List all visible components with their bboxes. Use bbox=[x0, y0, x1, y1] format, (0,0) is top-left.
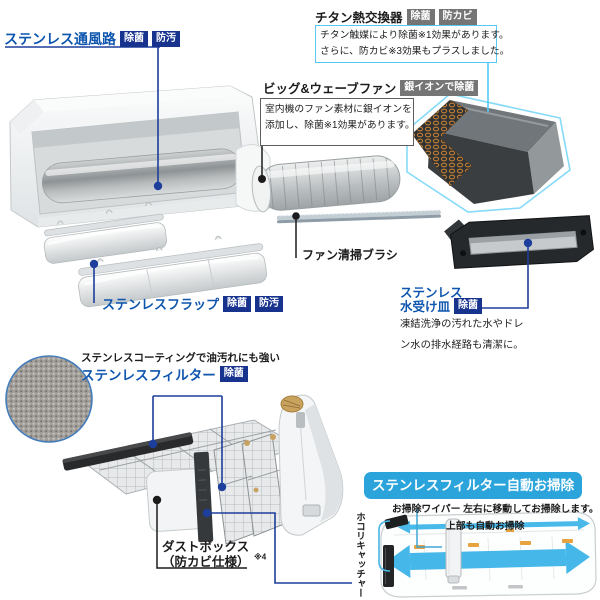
dust-catcher bbox=[383, 514, 409, 587]
titan-desc-line1: チタン触媒により除菌※1効果があります。 bbox=[320, 30, 509, 41]
fan-label: ビッグ&ウェーブファン 銀イオンで除菌 bbox=[263, 78, 479, 97]
drain-pan-illustration bbox=[444, 215, 594, 269]
autoclean-title-banner: ステンレスフィルター自動お掃除 bbox=[364, 472, 582, 499]
titan-desc-line2: さらに、防カビ※3効果もプラスしました。 bbox=[320, 46, 510, 57]
connector-lines bbox=[5, 46, 533, 584]
autoclean-side-label: ホコリキャッチャー bbox=[354, 512, 365, 598]
airpath-title: ステンレス通風路 bbox=[4, 31, 116, 47]
fan-brush-illustration bbox=[276, 209, 441, 224]
dustbox-label-line1: ダストボックス bbox=[162, 540, 250, 554]
dustbox-label-line2: （防カビ仕様） bbox=[162, 555, 250, 569]
drainpan-badge-sterilize: 除菌 bbox=[454, 297, 483, 314]
fan-desc-line1: 室内機のファン素材に銀イオンを bbox=[265, 104, 412, 115]
drainpan-description: 凍結洗浄の汚れた水やドレ ン水の排水経路も清潔に。 bbox=[400, 314, 524, 356]
drainpan-desc-line1: 凍結洗浄の汚れた水やドレ bbox=[400, 319, 524, 330]
crossflow-fan-illustration bbox=[235, 144, 401, 213]
drainpan-title-line1: ステンレス bbox=[400, 286, 463, 300]
filter-lead: ステンレスコーティングで油汚れにも強い bbox=[81, 352, 280, 364]
airpath-label: ステンレス通風路 除菌 防汚 bbox=[4, 29, 180, 49]
dustbox-note: ※4 bbox=[253, 552, 267, 562]
brush-label: ファン清掃ブラシ bbox=[302, 248, 398, 262]
fan-description-box: 室内機のファン素材に銀イオンを 添加し、除菌※1効果があります。 bbox=[260, 98, 415, 146]
titan-badge-sterilize: 除菌 bbox=[406, 8, 435, 25]
fan-desc-line2: 添加し、除菌※1効果があります。 bbox=[265, 120, 415, 131]
filter-title: ステンレスフィルター bbox=[81, 368, 216, 383]
fan-badge-silver-ion: 銀イオンで除菌 bbox=[400, 79, 479, 96]
indoor-unit-illustration bbox=[9, 85, 260, 228]
titan-label: チタン熱交換器 除菌 防カビ bbox=[315, 7, 477, 26]
titan-title: チタン熱交換器 bbox=[315, 11, 403, 25]
flap-illustration bbox=[43, 202, 267, 308]
autoclean-top-label: 上部も自動お掃除 bbox=[446, 521, 525, 532]
flap-badge-antifouling: 防汚 bbox=[255, 295, 284, 312]
filter-label: ステンレスフィルター 除菌 bbox=[81, 364, 248, 384]
filter-badge-sterilize: 除菌 bbox=[219, 366, 248, 382]
titan-badge-antimold: 防カビ bbox=[438, 8, 477, 25]
filter-mesh-closeup bbox=[5, 355, 93, 443]
flap-badge-sterilize: 除菌 bbox=[223, 295, 252, 312]
airpath-badge-sterilize: 除菌 bbox=[120, 31, 148, 47]
drainpan-title-line2-row: 水受け皿 除菌 bbox=[400, 296, 483, 315]
wiper-part-illustration bbox=[278, 394, 344, 536]
flap-title: ステンレスフラップ bbox=[102, 297, 220, 312]
autoclean-unit-illustration bbox=[378, 511, 597, 598]
filter-unit-illustration bbox=[62, 419, 302, 545]
autoclean-desc: お掃除ワイパー 左右に移動してお掃除します。 bbox=[392, 504, 599, 515]
dustbox-label-line2-row: （防カビ仕様） ※4 bbox=[162, 551, 266, 571]
flap-label: ステンレスフラップ 除菌 防汚 bbox=[102, 294, 284, 313]
titan-description-box: チタン触媒により除菌※1効果があります。 さらに、防カビ※3効果もプラスしました… bbox=[315, 25, 510, 63]
wiper-bar bbox=[445, 518, 462, 584]
airpath-badge-antifouling: 防汚 bbox=[152, 31, 180, 47]
heat-exchanger-illustration bbox=[406, 93, 571, 213]
drainpan-title-line2: 水受け皿 bbox=[400, 300, 451, 314]
drainpan-desc-line2: ン水の排水経路も清潔に。 bbox=[400, 340, 524, 351]
fan-title: ビッグ&ウェーブファン bbox=[263, 82, 397, 96]
